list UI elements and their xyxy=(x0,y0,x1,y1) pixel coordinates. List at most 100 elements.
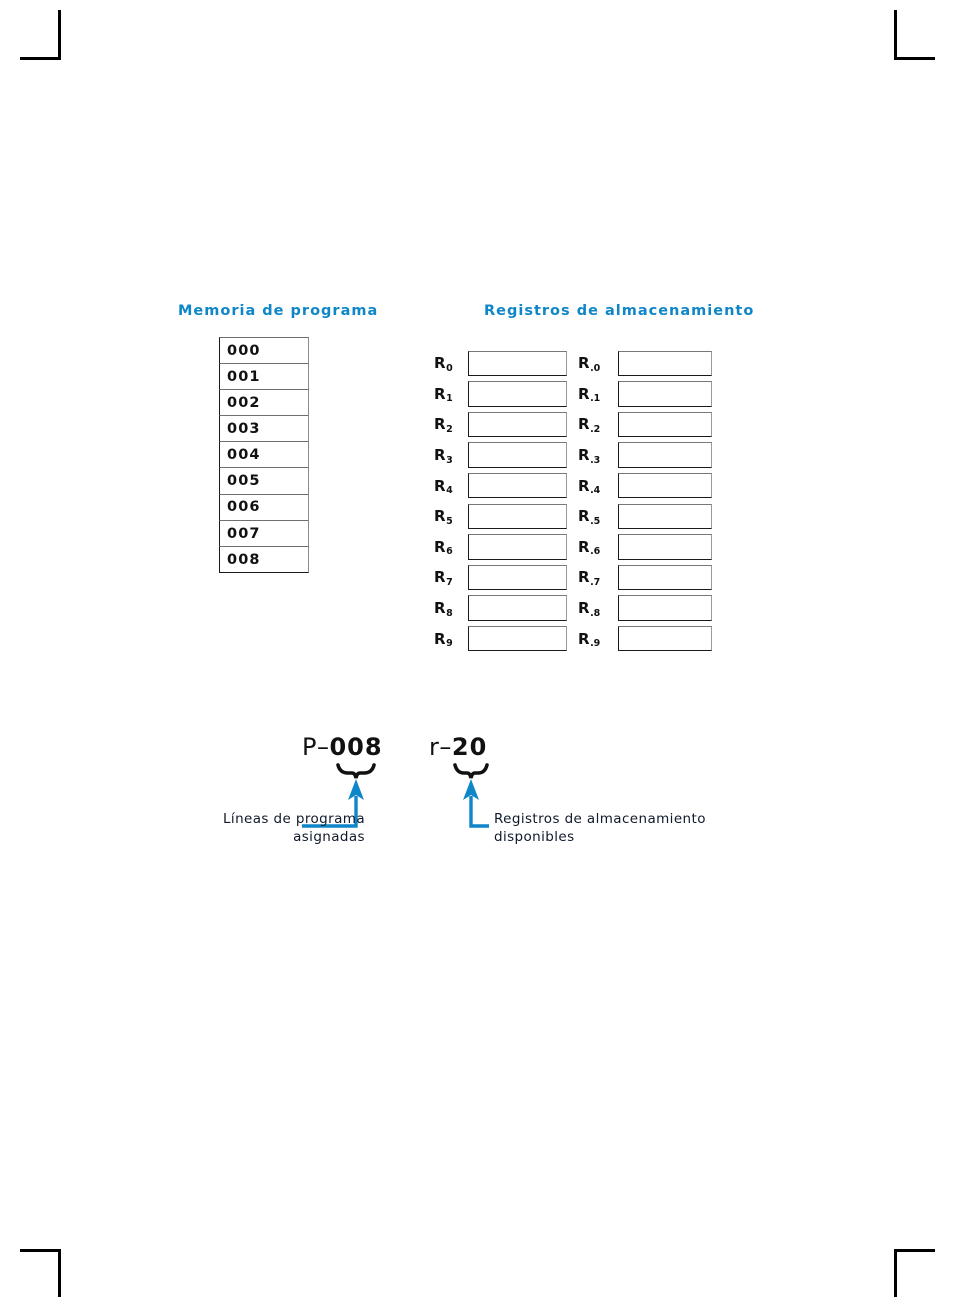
register-name-label: R.3 xyxy=(578,446,618,466)
registers-leader-line xyxy=(469,796,489,828)
register-name-prefix: R xyxy=(434,568,446,587)
register-value-box[interactable] xyxy=(468,534,567,560)
register-value-box[interactable] xyxy=(618,411,712,438)
register-value-box[interactable] xyxy=(618,472,712,499)
register-name-label: R9 xyxy=(434,629,468,650)
program-memory-row-label: 008 xyxy=(227,551,261,568)
register-name-label: R6 xyxy=(434,538,468,558)
register-value-box[interactable] xyxy=(468,350,567,377)
crop-mark-horizontal-line xyxy=(20,1249,61,1252)
register-name-label: R7 xyxy=(434,568,468,588)
register-name-label: R.0 xyxy=(578,354,618,374)
registers-code-value: 20 xyxy=(451,733,488,761)
crop-mark-horizontal-line xyxy=(894,1249,935,1252)
register-name-prefix: R xyxy=(578,415,590,434)
register-value-box[interactable] xyxy=(468,625,567,652)
register-value-box[interactable] xyxy=(618,595,712,621)
register-name-prefix: R xyxy=(434,629,446,648)
program-code-prefix: P– xyxy=(302,733,330,761)
register-row: R.5 xyxy=(578,501,712,532)
register-name-subscript: 4 xyxy=(446,485,453,497)
register-value-box[interactable] xyxy=(468,564,567,591)
register-row: R2 xyxy=(434,409,567,440)
register-name-subscript: .3 xyxy=(590,454,601,466)
register-row: R.7 xyxy=(578,562,712,593)
register-name-subscript: 1 xyxy=(446,393,453,405)
register-name-subscript: .6 xyxy=(590,546,601,558)
register-name-prefix: R xyxy=(434,415,446,434)
register-name-prefix: R xyxy=(434,354,446,373)
register-name-prefix: R xyxy=(578,599,590,618)
register-value-box[interactable] xyxy=(468,381,567,407)
register-row: R.4 xyxy=(578,470,712,501)
register-name-subscript: .4 xyxy=(590,485,601,497)
program-memory-row: 000 xyxy=(219,337,309,365)
register-name-prefix: R xyxy=(578,354,590,373)
register-value-box[interactable] xyxy=(618,625,712,652)
register-value-box[interactable] xyxy=(618,534,712,560)
program-memory-row-label: 003 xyxy=(227,421,261,438)
register-row: R.6 xyxy=(578,532,712,563)
register-name-subscript: 6 xyxy=(446,546,453,558)
register-name-subscript: .2 xyxy=(590,423,601,435)
program-memory-row: 006 xyxy=(219,493,309,522)
register-name-label: R4 xyxy=(434,476,468,497)
program-memory-row-label: 002 xyxy=(227,395,261,412)
program-caption-line-2: asignadas xyxy=(293,829,365,846)
registers-code-prefix: r– xyxy=(429,733,452,761)
register-row: R.0 xyxy=(578,348,712,379)
register-value-box[interactable] xyxy=(618,442,712,468)
program-memory-heading: Memoria de programa xyxy=(178,303,379,319)
crop-mark-vertical-line xyxy=(58,1249,61,1297)
register-value-box[interactable] xyxy=(468,595,567,621)
program-memory-row: 004 xyxy=(219,441,309,470)
register-name-label: R.2 xyxy=(578,415,618,435)
register-row: R8 xyxy=(434,593,567,624)
register-value-box[interactable] xyxy=(468,472,567,499)
program-memory-row-label: 004 xyxy=(227,447,261,464)
register-value-box[interactable] xyxy=(618,564,712,591)
registers-caption-line-2: disponibles xyxy=(494,829,575,846)
register-name-prefix: R xyxy=(578,476,590,495)
register-row: R9 xyxy=(434,623,567,654)
register-row: R0 xyxy=(434,348,567,379)
crop-mark-bottom-right xyxy=(893,1246,935,1297)
register-name-label: R.9 xyxy=(578,630,618,650)
register-name-prefix: R xyxy=(434,507,446,526)
program-code-value: 008 xyxy=(329,733,383,761)
register-value-box[interactable] xyxy=(618,350,712,377)
register-name-subscript: 7 xyxy=(446,576,453,588)
register-name-prefix: R xyxy=(578,537,590,556)
program-underbrace-icon xyxy=(336,763,376,779)
program-memory-row: 005 xyxy=(219,467,309,496)
registers-caption: Registros de almacenamiento disponibles xyxy=(494,810,706,846)
program-memory-row: 007 xyxy=(219,519,309,548)
register-value-box[interactable] xyxy=(468,442,567,468)
register-name-prefix: R xyxy=(434,476,446,495)
registers-code-label: r–20 xyxy=(429,733,487,761)
program-leader-line xyxy=(302,796,358,828)
register-name-subscript: .0 xyxy=(590,362,601,374)
register-name-label: R0 xyxy=(434,354,468,374)
register-value-box[interactable] xyxy=(468,411,567,438)
register-name-label: R8 xyxy=(434,599,468,619)
register-name-label: R2 xyxy=(434,415,468,435)
register-value-box[interactable] xyxy=(468,503,567,530)
annotation-connectors xyxy=(302,763,489,828)
register-name-subscript: .7 xyxy=(590,576,601,588)
register-name-subscript: .8 xyxy=(590,607,601,619)
register-row: R.3 xyxy=(578,440,712,471)
program-memory-row-label: 007 xyxy=(227,525,261,542)
register-name-subscript: 2 xyxy=(446,423,453,435)
program-memory-row: 002 xyxy=(219,389,309,417)
register-row: R4 xyxy=(434,470,567,501)
crop-mark-vertical-line xyxy=(58,10,61,60)
register-name-prefix: R xyxy=(578,507,590,526)
register-value-box[interactable] xyxy=(618,381,712,407)
program-memory-row-label: 000 xyxy=(227,342,261,359)
register-name-subscript: 9 xyxy=(446,638,453,650)
register-value-box[interactable] xyxy=(618,503,712,530)
register-row: R.2 xyxy=(578,409,712,440)
register-row: R.8 xyxy=(578,593,712,624)
